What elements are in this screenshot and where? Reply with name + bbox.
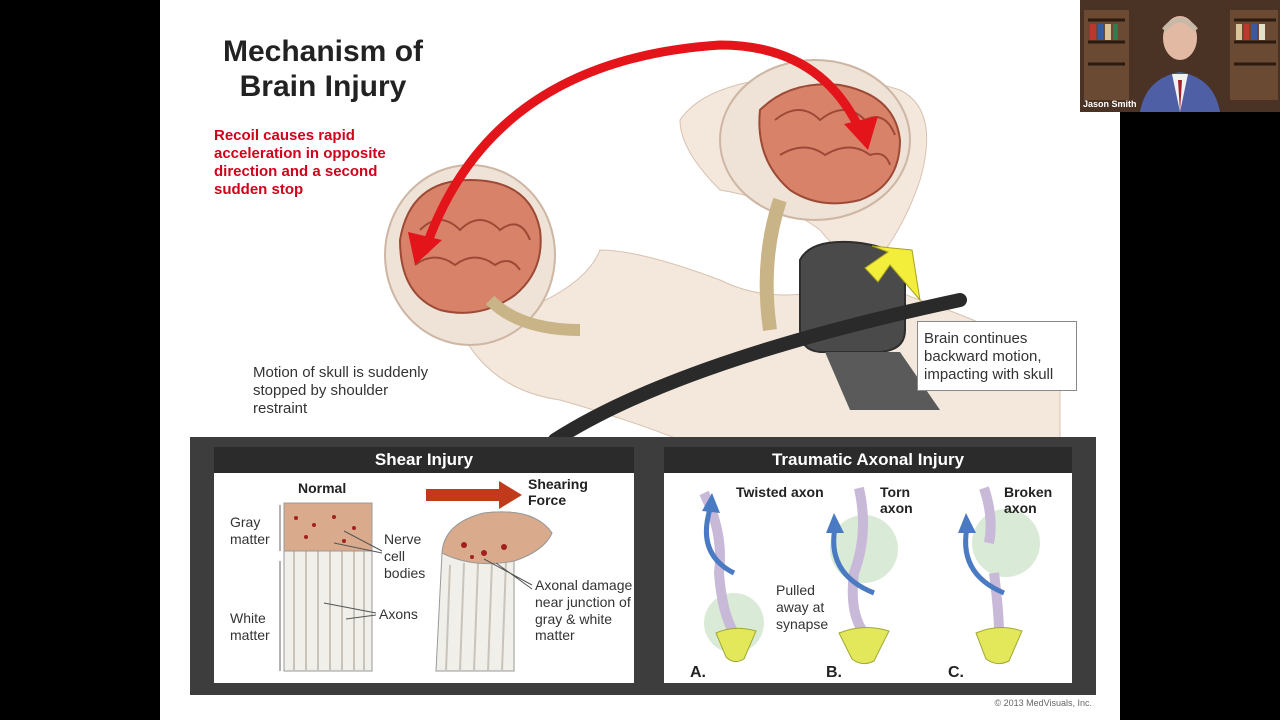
- white-matter-label: White matter: [230, 610, 270, 643]
- shear-injury-header: Shear Injury: [214, 447, 634, 473]
- torn-axon-label: Torn axon: [880, 484, 913, 517]
- injury-panels: Shear Injury: [190, 437, 1096, 695]
- axonal-injury-header: Traumatic Axonal Injury: [664, 447, 1072, 473]
- participant-video-tile[interactable]: Jason Smith: [1080, 0, 1280, 112]
- twisted-axon-label: Twisted axon: [736, 484, 824, 500]
- gray-matter-label: Gray matter: [230, 514, 270, 547]
- slide: Mechanism of Brain Injury Recoil causes …: [160, 0, 1120, 720]
- normal-label: Normal: [298, 480, 347, 496]
- broken-axon-label: Broken axon: [1004, 484, 1053, 517]
- recoil-text: Recoil causes rapid acceleration in oppo…: [214, 127, 386, 198]
- axon-a: [699, 490, 739, 636]
- sheared-gray-matter: [441, 511, 553, 565]
- axonal-damage-label: Axonal damage near junction of gray & wh…: [535, 577, 633, 644]
- shear-injury-panel: Shear Injury: [214, 447, 634, 683]
- normal-gray-matter: [283, 502, 373, 552]
- synapse-c: [975, 627, 1023, 665]
- axon-diagram: [699, 486, 1040, 665]
- pulled-away-label: Pulled away at synapse: [776, 582, 829, 632]
- label-b: B.: [826, 664, 842, 681]
- synapse-a: [715, 627, 757, 663]
- axon-b: [847, 486, 869, 636]
- person-face: [1163, 16, 1197, 60]
- synapse-b: [838, 627, 890, 665]
- participant-name: Jason Smith: [1083, 99, 1137, 109]
- recoil-arrow: [420, 40, 865, 255]
- brain-caption: Brain continues backward motion, impacti…: [917, 321, 1077, 391]
- axonal-injury-panel: Traumatic Axonal Injury: [664, 447, 1072, 683]
- participant-video: [1080, 0, 1280, 112]
- shearing-force-arrow: [426, 481, 522, 509]
- seat-belt: [548, 293, 967, 440]
- slide-title: Mechanism of Brain Injury: [212, 34, 434, 105]
- axons-label: Axons: [379, 606, 418, 622]
- seat-back: [825, 352, 940, 410]
- nerve-cell-bodies-label: Nerve cell bodies: [384, 531, 426, 581]
- label-c: C.: [948, 664, 964, 681]
- shear-diagram: [279, 481, 553, 672]
- title-line-2: Brain Injury: [239, 70, 407, 104]
- brain-injury-illustration: [384, 40, 1061, 440]
- shearing-force-label: Shearing Force: [528, 476, 588, 509]
- impact-arrow: [864, 245, 921, 302]
- title-line-1: Mechanism of: [222, 35, 424, 68]
- skull-caption: Motion of skull is suddenly stopped by s…: [253, 364, 429, 417]
- label-a: A.: [690, 664, 706, 681]
- spine: [759, 197, 787, 331]
- copyright-text: © 2013 MedVisuals, Inc.: [994, 698, 1092, 708]
